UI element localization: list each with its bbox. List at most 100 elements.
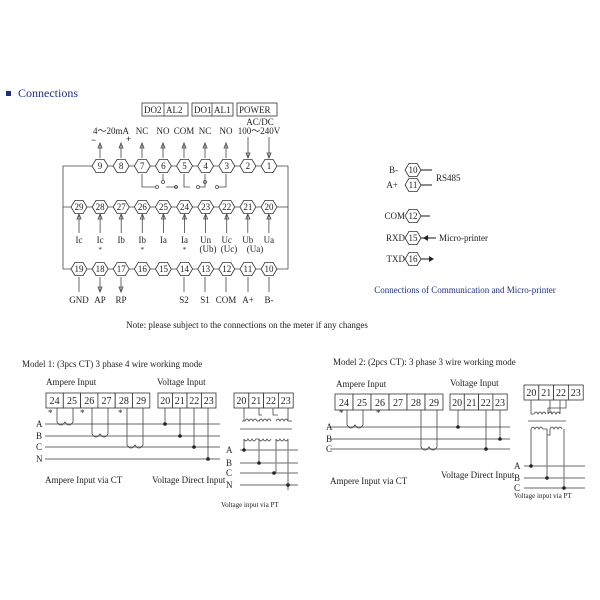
- terminal-18: 18: [91, 261, 109, 277]
- svg-text:(Uc): (Uc): [221, 244, 238, 254]
- svg-text:15: 15: [159, 264, 169, 274]
- note-text: Note: please subject to the connections …: [126, 320, 368, 330]
- terminal-10: 10: [404, 162, 422, 178]
- svg-text:17: 17: [117, 264, 127, 274]
- svg-text:Voltage Input: Voltage Input: [450, 378, 499, 388]
- svg-text:28: 28: [411, 398, 421, 409]
- svg-text:RXD: RXD: [386, 233, 406, 243]
- svg-text:C: C: [326, 444, 332, 454]
- svg-text:22: 22: [556, 388, 566, 399]
- svg-text:NC: NC: [199, 126, 212, 136]
- svg-text:25: 25: [357, 398, 367, 409]
- svg-text:Voltage input via PT: Voltage input via PT: [221, 501, 279, 509]
- svg-text:−: −: [91, 135, 96, 145]
- svg-text:AL1: AL1: [214, 105, 231, 115]
- svg-text:Ampere Input via CT: Ampere Input via CT: [45, 475, 123, 485]
- terminal-14: 14: [176, 261, 194, 277]
- terminal-15: 15: [154, 261, 172, 277]
- svg-text:Model 2: (2pcs CT): 3 phase 3: Model 2: (2pcs CT): 3 phase 3 wire worki…: [333, 357, 516, 367]
- label-ia: Ia: [160, 235, 167, 245]
- svg-text:26: 26: [84, 396, 94, 407]
- svg-text:*: *: [118, 408, 123, 418]
- svg-text:21: 21: [541, 388, 551, 399]
- svg-text:29: 29: [429, 398, 439, 409]
- svg-text:24: 24: [180, 202, 190, 212]
- svg-text:21: 21: [243, 202, 252, 212]
- svg-text:B: B: [326, 434, 332, 444]
- svg-text:C: C: [514, 483, 520, 493]
- polarity-mark: *: [98, 246, 102, 254]
- svg-text:Micro-printer: Micro-printer: [439, 233, 488, 243]
- svg-text:5: 5: [182, 161, 187, 171]
- svg-text:Voltage Input: Voltage Input: [157, 377, 206, 387]
- svg-text:22: 22: [266, 396, 276, 407]
- svg-text:4: 4: [203, 161, 208, 171]
- terminal-20: 20: [260, 199, 278, 215]
- svg-text:Voltage Direct Input: Voltage Direct Input: [441, 470, 515, 480]
- svg-text:A: A: [226, 445, 233, 455]
- svg-text:B: B: [226, 458, 232, 468]
- svg-text:6: 6: [161, 161, 166, 171]
- svg-text:COM: COM: [384, 211, 405, 221]
- terminal-13: 13: [197, 261, 215, 277]
- svg-text:27: 27: [117, 202, 127, 212]
- arrow-right-icon: [429, 256, 434, 262]
- svg-text:*: *: [80, 408, 85, 418]
- svg-text:11: 11: [409, 180, 418, 190]
- power-box: POWER: [236, 102, 278, 117]
- terminal-5: 5: [176, 158, 193, 174]
- svg-text:22: 22: [481, 398, 491, 409]
- svg-text:10: 10: [409, 165, 419, 175]
- terminal-12: 12: [404, 208, 422, 224]
- terminal-6: 6: [154, 158, 172, 174]
- svg-text:(Ub): (Ub): [200, 244, 217, 254]
- polarity-mark: *: [141, 246, 145, 254]
- terminal-3: 3: [218, 158, 236, 174]
- svg-text:NO: NO: [157, 126, 170, 136]
- row2-sublabels: (Ub) (Uc) (Ua): [200, 244, 264, 254]
- svg-text:14: 14: [180, 264, 190, 274]
- svg-text:13: 13: [201, 264, 211, 274]
- terminal-26: 26: [133, 199, 151, 215]
- svg-text:C: C: [36, 442, 42, 452]
- svg-text:20: 20: [526, 388, 536, 399]
- terminal-1: 1: [260, 158, 278, 174]
- terminal-24: 24: [176, 199, 194, 215]
- svg-text:28: 28: [119, 396, 129, 407]
- svg-text:B: B: [514, 473, 520, 483]
- terminal-27: 27: [112, 199, 130, 215]
- svg-text:18: 18: [96, 264, 106, 274]
- svg-text:B-: B-: [389, 165, 398, 175]
- svg-text:24: 24: [50, 396, 60, 407]
- terminal-19: 19: [70, 261, 88, 277]
- svg-text:8: 8: [119, 161, 124, 171]
- svg-text:23: 23: [204, 396, 214, 407]
- svg-text:A+: A+: [386, 180, 398, 190]
- label-gnd: GND: [69, 295, 89, 305]
- label-ia: Ia: [181, 235, 188, 245]
- svg-text:23: 23: [281, 396, 291, 407]
- svg-text:21: 21: [466, 398, 476, 409]
- terminal-29: 29: [70, 199, 88, 215]
- label-ub: Ub: [242, 235, 253, 245]
- svg-text:4～20mA: 4～20mA: [93, 126, 130, 136]
- svg-text:Ampere Input: Ampere Input: [336, 379, 387, 389]
- svg-text:*: *: [48, 408, 53, 418]
- label-b-: B-: [265, 295, 274, 305]
- relay-box-do2: DO2 AL2: [141, 102, 189, 117]
- terminal-7: 7: [133, 158, 151, 174]
- svg-text:NO: NO: [220, 126, 233, 136]
- svg-text:A: A: [326, 422, 333, 432]
- svg-text:23: 23: [495, 398, 505, 409]
- svg-text:28: 28: [96, 202, 106, 212]
- model1-diagram: Model 1: (3pcs CT) 3 phase 4 wire workin…: [22, 359, 298, 509]
